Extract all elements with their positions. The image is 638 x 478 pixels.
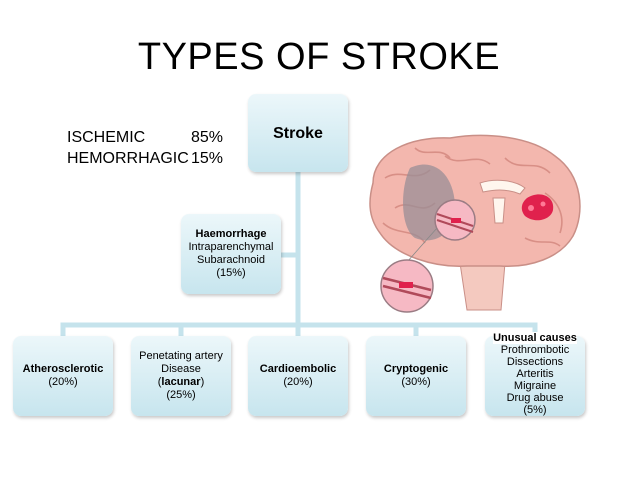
haemorrhage-line: Subarachnoid <box>197 254 265 266</box>
stat-row-hemorrhagic: HEMORRHAGIC 15% <box>67 148 223 169</box>
stroke-type-stats: ISCHEMIC 85% HEMORRHAGIC 15% <box>67 127 223 169</box>
cause-percent: (25%) <box>166 389 196 401</box>
lacunar-label: lacunar <box>161 376 201 388</box>
cause-title: Cryptogenic <box>383 363 449 375</box>
cause-item: Prothrombotic <box>500 344 570 356</box>
stat-value: 85% <box>191 129 224 146</box>
stroke-root-box: Stroke <box>248 94 348 172</box>
cause-percent: (5%) <box>523 404 547 416</box>
haemorrhage-percent: (15%) <box>216 267 246 279</box>
cause-title: Cardioembolic <box>259 363 337 375</box>
haemorrhage-title: Haemorrhage <box>195 228 267 240</box>
haemorrhage-line: Intraparenchymal <box>188 241 274 253</box>
stat-row-ischemic: ISCHEMIC 85% <box>67 127 223 148</box>
paren: ) <box>200 376 205 388</box>
unusual-causes-box: Unusual causes Prothrombotic Dissections… <box>485 332 585 416</box>
cause-lacunar-line: (lacunar) <box>158 376 204 389</box>
cause-item: Dissections <box>506 356 564 368</box>
stat-label: HEMORRHAGIC <box>67 150 189 167</box>
stroke-root-label: Stroke <box>273 124 323 142</box>
brain-illustration <box>369 134 581 313</box>
cause-item: Arteritis <box>516 368 554 380</box>
cause-line: Penetating artery <box>139 350 223 362</box>
cryptogenic-box: Cryptogenic (30%) <box>366 336 466 416</box>
stat-value: 15% <box>191 150 224 167</box>
cause-percent: (20%) <box>48 376 78 388</box>
cause-item: Drug abuse <box>506 392 564 404</box>
cause-title: Atherosclerotic <box>22 363 104 375</box>
lacunar-box: Penetating artery Disease (lacunar) (25%… <box>131 336 231 416</box>
cause-title: Unusual causes <box>493 332 577 344</box>
cardioembolic-box: Cardioembolic (20%) <box>248 336 348 416</box>
cause-percent: (30%) <box>401 376 431 388</box>
stat-label: ISCHEMIC <box>67 129 146 146</box>
atherosclerotic-box: Atherosclerotic (20%) <box>13 336 113 416</box>
paren: ( <box>157 376 162 388</box>
cause-percent: (20%) <box>283 376 313 388</box>
page-title: TYPES OF STROKE <box>137 36 501 78</box>
haemorrhage-box: Haemorrhage Intraparenchymal Subarachnoi… <box>181 214 281 294</box>
cause-item: Migraine <box>513 380 557 392</box>
cause-line: Disease <box>161 363 201 375</box>
vessel-magnifier-detail <box>380 259 434 313</box>
vessel-magnifier <box>434 199 476 241</box>
